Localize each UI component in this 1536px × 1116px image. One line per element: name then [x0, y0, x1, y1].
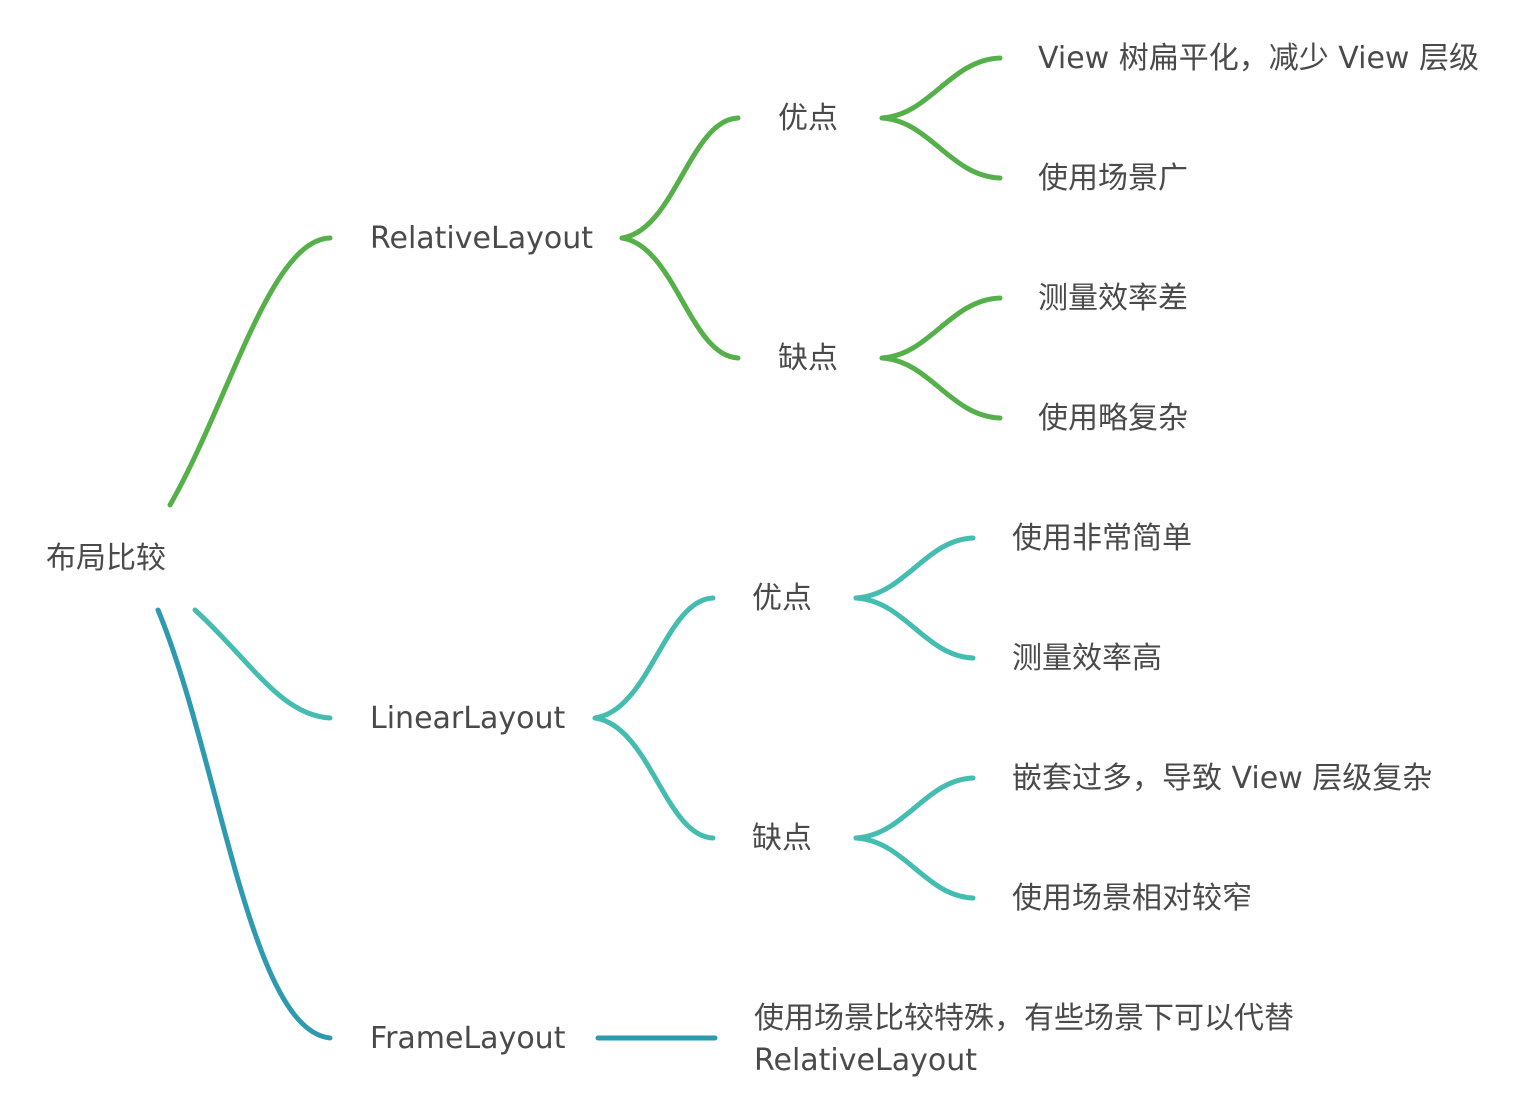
- relative-pros-node: 优点: [778, 101, 838, 136]
- connector-relative-pros-leaf-1: [879, 55, 1003, 121]
- connector-relative-pros-leaf-2: [879, 115, 1003, 181]
- linear-pros-leaf-2: 测量效率高: [1012, 641, 1162, 676]
- relative-cons-leaf-2: 使用略复杂: [1038, 401, 1188, 436]
- connector-linear-cons-leaf-2: [853, 835, 976, 901]
- connector-linear-pros: [592, 595, 716, 721]
- connector-root-relative: [167, 235, 333, 508]
- relative-cons-node: 缺点: [778, 341, 838, 376]
- relative-pros-leaf-2: 使用场景广: [1038, 161, 1188, 196]
- connector-linear-cons: [592, 715, 716, 841]
- branch-linearlayout: LinearLayout: [370, 701, 566, 736]
- connector-root-frame: [155, 607, 333, 1041]
- connector-relative-pros: [619, 115, 741, 241]
- connector-relative-cons: [619, 235, 741, 361]
- connector-relative-cons-leaf-1: [879, 295, 1003, 361]
- linear-cons-leaf-2: 使用场景相对较窄: [1012, 881, 1252, 916]
- linear-cons-leaf-1: 嵌套过多，导致 View 层级复杂: [1012, 761, 1433, 796]
- branch-framelayout: FrameLayout: [370, 1021, 566, 1056]
- relative-cons-leaf-1: 测量效率差: [1038, 281, 1188, 316]
- connector-relative-cons-leaf-2: [879, 355, 1003, 421]
- linear-cons-node: 缺点: [752, 821, 812, 856]
- branch-relativelayout: RelativeLayout: [370, 221, 593, 256]
- linear-pros-node: 优点: [752, 581, 812, 616]
- connector-linear-pros-leaf-1: [853, 535, 976, 601]
- connector-linear-pros-leaf-2: [853, 595, 976, 661]
- frame-note: 使用场景比较特殊，有些场景下可以代替 RelativeLayout: [754, 1001, 1294, 1078]
- connector-root-linear: [192, 607, 333, 721]
- root-node: 布局比较: [46, 541, 166, 576]
- linear-pros-leaf-1: 使用非常简单: [1012, 521, 1192, 556]
- relative-pros-leaf-1: View 树扁平化，减少 View 层级: [1038, 41, 1479, 76]
- connector-linear-cons-leaf-1: [853, 775, 976, 841]
